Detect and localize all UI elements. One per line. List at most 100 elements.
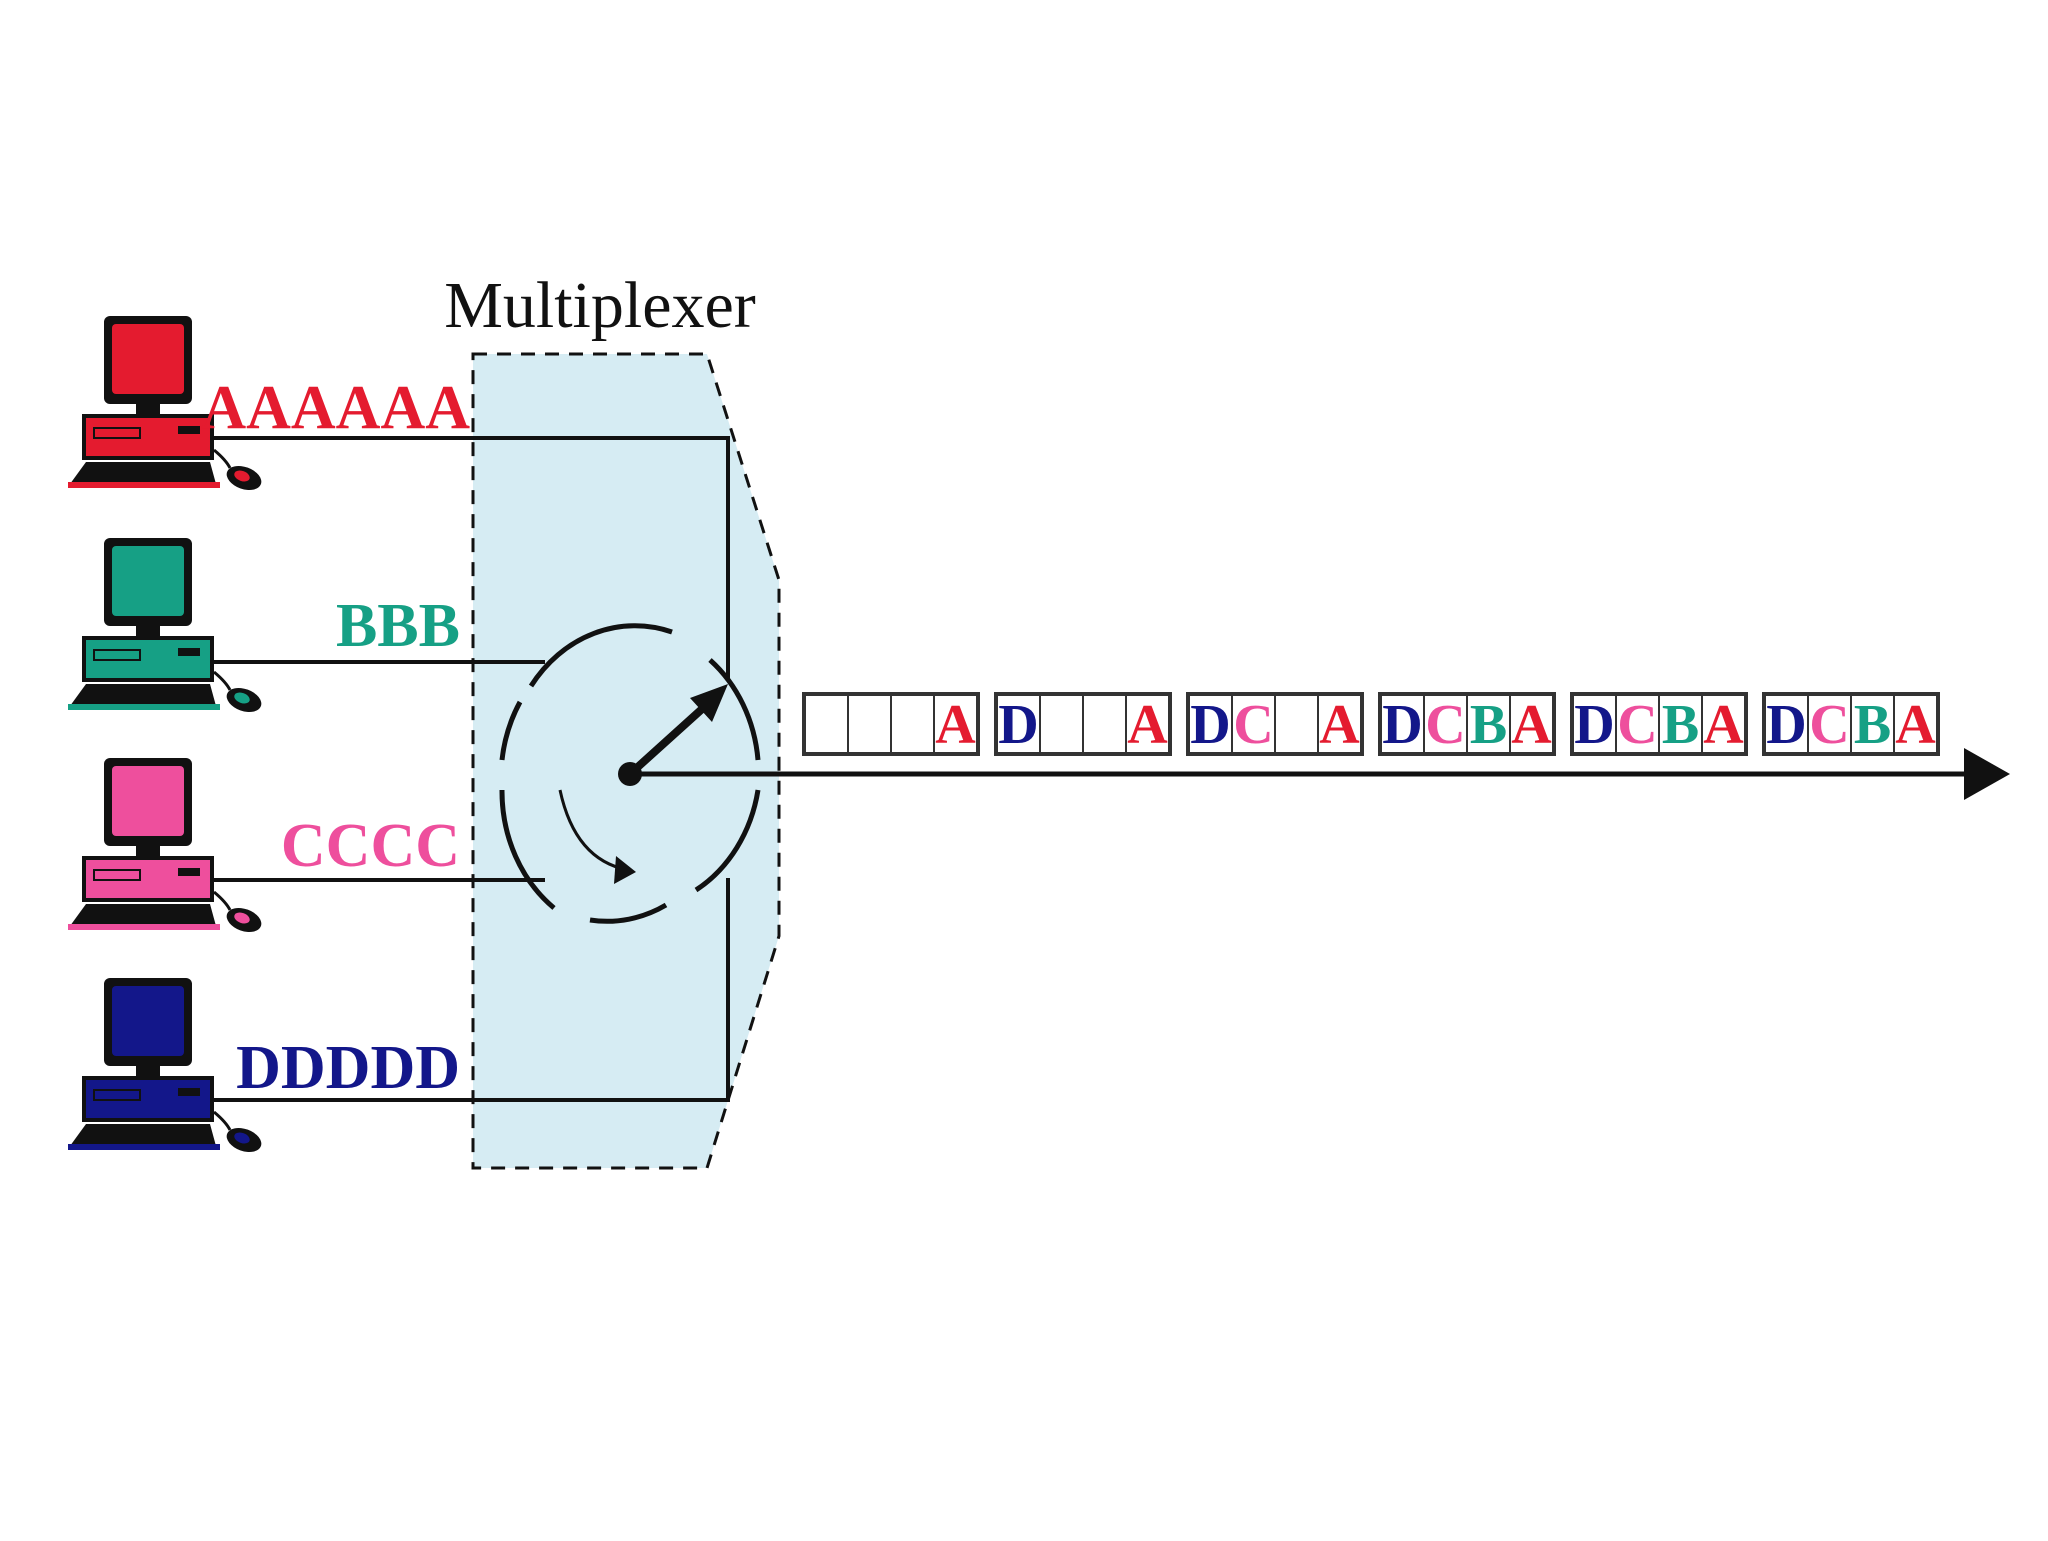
frame-slot	[1039, 694, 1084, 754]
switch-ring-left-lower	[499, 789, 556, 910]
frame-slot	[847, 694, 892, 754]
switch-ring-right-lower	[694, 789, 761, 893]
output-arrowhead	[1964, 748, 2010, 800]
monitor-stand	[136, 404, 160, 414]
slot-letter-a: A	[1703, 694, 1744, 756]
frame-slot	[1850, 694, 1895, 754]
frame-slot	[1893, 694, 1938, 754]
source-d: DDDDD	[68, 978, 460, 1153]
slot-letter-a: A	[1895, 694, 1936, 756]
frame-slot	[1509, 694, 1554, 754]
drive-button	[178, 648, 200, 656]
computer-icon	[68, 758, 262, 933]
frame-slot	[890, 694, 935, 754]
slot-letter-a: A	[1511, 694, 1552, 756]
slot-letter-a: A	[1319, 694, 1360, 756]
slot-letter-c: C	[1809, 694, 1849, 756]
switch-ring-lower	[589, 902, 668, 924]
switch-ring-left-upper	[499, 700, 523, 761]
source-computers: AAAAAA BBB CCCC DDDDD	[68, 316, 470, 1153]
input-lines	[210, 436, 730, 1102]
slot-letter-d: D	[1574, 694, 1614, 756]
drive-button	[178, 1088, 200, 1096]
frame-slot	[804, 694, 849, 754]
input-line-d	[210, 878, 730, 1102]
drive-button	[178, 868, 200, 876]
slot-letter-d: D	[1766, 694, 1806, 756]
mouse-cord	[213, 1110, 232, 1131]
multiplexer-title: Multiplexer	[444, 269, 756, 342]
mouse-button	[234, 470, 250, 482]
keyboard	[70, 462, 216, 484]
frame-slot	[1317, 694, 1362, 754]
drive-slot	[93, 869, 141, 881]
monitor-screen	[112, 324, 184, 394]
frame-slot	[1423, 694, 1468, 754]
source-c: CCCC	[68, 758, 460, 933]
switch-ring-upper	[528, 623, 673, 688]
slot-letter-b: B	[1662, 694, 1699, 756]
switch-ring-right-upper	[708, 658, 761, 761]
source-a: AAAAAA	[68, 316, 470, 491]
switch-pointer	[627, 697, 715, 777]
monitor-stand	[136, 626, 160, 636]
monitor-stand	[136, 1066, 160, 1076]
mouse-button	[234, 1132, 250, 1144]
keyboard-base	[68, 1144, 220, 1150]
mouse-button	[234, 692, 250, 704]
input-line-a	[210, 436, 730, 680]
drive-slot	[93, 1089, 141, 1101]
source-label-a: AAAAAA	[201, 374, 470, 442]
source-b: BBB	[68, 538, 460, 713]
mouse-cord	[213, 890, 232, 911]
keyboard	[70, 684, 216, 706]
keyboard	[70, 904, 216, 926]
drive-slot	[93, 649, 141, 661]
source-label-c: CCCC	[281, 812, 460, 880]
frame-slot	[1572, 694, 1617, 754]
frame-slot	[1082, 694, 1127, 754]
mouse-button	[234, 912, 250, 924]
slot-letter-d: D	[1382, 694, 1422, 756]
keyboard-base	[68, 924, 220, 930]
frame-1: A	[802, 692, 980, 756]
rotary-switch	[499, 623, 761, 924]
slot-letter-d: D	[1190, 694, 1230, 756]
frame-slot	[1807, 694, 1852, 754]
frame-slot	[1274, 694, 1319, 754]
slot-letter-d: D	[998, 694, 1038, 756]
multiplexer: Multiplexer	[444, 269, 781, 1170]
keyboard-base	[68, 482, 220, 488]
keyboard-base	[68, 704, 220, 710]
monitor-stand	[136, 846, 160, 856]
frame-slot	[1764, 694, 1809, 754]
computer-icon	[68, 538, 262, 713]
switch-pointer-head	[690, 684, 728, 722]
mouse-cord	[213, 670, 232, 691]
slot-letter-b: B	[1470, 694, 1507, 756]
frame-slot	[1658, 694, 1703, 754]
mouse-cord	[213, 448, 232, 469]
drive-slot	[93, 427, 141, 439]
frame-slot	[1466, 694, 1511, 754]
keyboard	[70, 1124, 216, 1146]
monitor-screen	[112, 546, 184, 616]
frame-slot	[1701, 694, 1746, 754]
slot-letter-c: C	[1617, 694, 1657, 756]
drive-button	[178, 426, 200, 434]
frame-slot	[1231, 694, 1276, 754]
monitor-screen	[112, 766, 184, 836]
monitor-screen	[112, 986, 184, 1056]
source-label-b: BBB	[336, 592, 460, 660]
frame-slot	[1125, 694, 1170, 754]
rotation-arrowhead	[614, 856, 636, 884]
computer-icon	[68, 978, 262, 1153]
frame-slot	[933, 694, 978, 754]
